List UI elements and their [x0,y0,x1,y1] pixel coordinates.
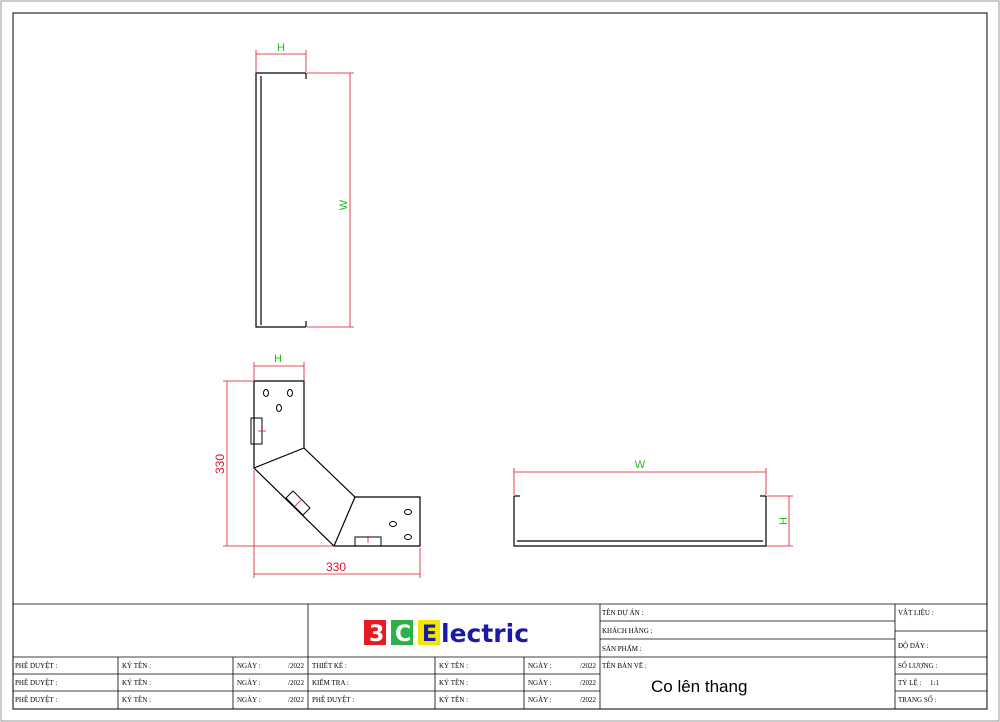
top-view-w-label: W [338,199,350,210]
svg-text:lectric: lectric [441,619,529,648]
thickness-label: ĐỘ DÀY : [898,642,929,650]
svg-text:/2022: /2022 [580,662,596,670]
svg-text:NGÀY :: NGÀY : [237,696,261,704]
svg-text:/2022: /2022 [580,696,596,704]
svg-text:NGÀY :: NGÀY : [237,679,261,687]
project-name-label: TÊN DỰ ÁN : [602,609,643,617]
svg-text:KÝ TÊN :: KÝ TÊN : [122,662,151,670]
product-label: SẢN PHẨM : [602,645,642,653]
inner-border [12,12,988,710]
svg-text:KÝ TÊN :: KÝ TÊN : [439,679,468,687]
scale-value: 1:1 [930,679,939,687]
side-view: W H [513,459,793,547]
front-view-width-label: 330 [326,560,346,574]
page-label: TRANG SỐ : [898,696,937,704]
customer-label: KHÁCH HÀNG : [602,627,653,635]
svg-text:NGÀY :: NGÀY : [528,679,552,687]
svg-text:PHÊ DUYỆT :: PHÊ DUYỆT : [15,696,57,704]
svg-text:NGÀY :: NGÀY : [528,662,552,670]
material-label: VẬT LIỆU : [898,609,934,617]
front-view-height-label: 330 [213,454,227,474]
company-logo: 3 C E lectric [364,619,529,648]
svg-text:THIẾT KẾ :: THIẾT KẾ : [312,662,347,670]
approval-rows-left: PHÊ DUYỆT : KÝ TÊN : NGÀY : /2022 PHÊ DU… [15,662,304,704]
svg-text:PHÊ DUYỆT :: PHÊ DUYỆT : [312,696,354,704]
top-view: H W [255,42,354,328]
svg-text:KÝ TÊN :: KÝ TÊN : [122,696,151,704]
svg-text:KÝ TÊN :: KÝ TÊN : [439,662,468,670]
svg-text:C: C [395,622,411,647]
svg-text:PHÊ DUYỆT :: PHÊ DUYỆT : [15,679,57,687]
svg-text:/2022: /2022 [288,662,304,670]
svg-text:PHÊ DUYỆT :: PHÊ DUYỆT : [15,662,57,670]
svg-text:/2022: /2022 [288,679,304,687]
svg-text:KÝ TÊN :: KÝ TÊN : [122,679,151,687]
svg-text:KIỂM TRA :: KIỂM TRA : [312,679,349,687]
title-block [13,603,987,709]
svg-text:/2022: /2022 [580,679,596,687]
quantity-label: SỐ LƯỢNG : [898,662,937,670]
drawing-name-label: TÊN BẢN VẼ : [602,662,647,670]
svg-text:/2022: /2022 [288,696,304,704]
scale-label: TỶ LỆ : [898,679,921,687]
front-view-h-label: H [274,353,282,365]
svg-text:KÝ TÊN :: KÝ TÊN : [439,696,468,704]
top-view-h-label: H [277,42,285,54]
front-view: H 330 330 [213,353,421,578]
svg-text:NGÀY :: NGÀY : [237,662,261,670]
drawing-name: Co lên thang [651,677,747,696]
side-view-h-label: H [778,517,790,525]
side-view-w-label: W [635,459,646,471]
svg-text:NGÀY :: NGÀY : [528,696,552,704]
svg-text:3: 3 [369,622,384,647]
approval-rows-middle: THIẾT KẾ : KÝ TÊN : NGÀY : /2022 KIỂM TR… [312,662,596,704]
svg-text:E: E [422,622,437,647]
